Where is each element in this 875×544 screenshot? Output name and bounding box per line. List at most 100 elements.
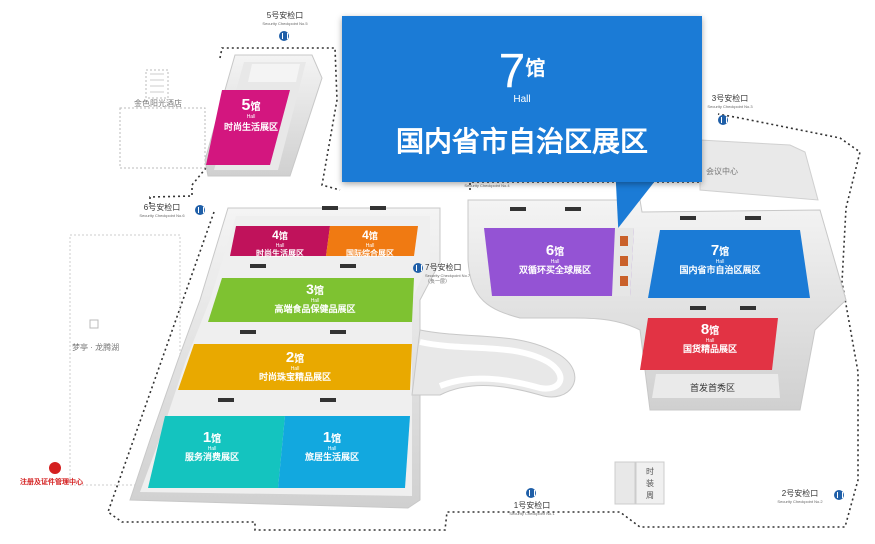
hall-3-suffix: 馆: [313, 286, 324, 297]
hall-1b-label: 1馆 Hall 旅居生活展区: [292, 430, 372, 462]
hall-2-number: 2: [285, 349, 295, 366]
checkpoint-3: 3号安检口 Security Checkpoint No.3: [704, 93, 756, 109]
hall-1a-label: 1馆 Hall 服务消费展区: [172, 430, 252, 462]
registry-label: 注册及证件管理中心: [20, 479, 83, 486]
hall-8-label: 8馆 Hall 国货精品展区: [665, 322, 755, 354]
callout-hall: Hall: [513, 94, 531, 105]
fashion-week-label: 时装周: [646, 467, 654, 500]
hall-5-number: 5: [241, 97, 251, 114]
checkpoint-6-icon: [195, 205, 205, 215]
callout-number: 7: [498, 45, 526, 98]
hall-1a-zone: 服务消费展区: [184, 452, 239, 462]
hall-4a-hall: Hall: [275, 243, 285, 249]
hall-8-hall: Hall: [705, 338, 715, 344]
checkpoint-2-sub: Security Checkpoint No.2: [777, 499, 823, 504]
checkpoint-2-label: 2号安检口: [781, 489, 819, 498]
checkpoint-2: 2号安检口 Security Checkpoint No.2: [770, 488, 830, 504]
hall-1b-zone: 旅居生活展区: [304, 452, 359, 462]
hall-7-hall: Hall: [715, 259, 725, 265]
hall-7-suffix: 馆: [719, 247, 730, 258]
hall-2-hall: Hall: [290, 366, 300, 372]
hotel-label: 金色阳光酒店: [134, 99, 182, 108]
hall-6-label: 6馆 Hall 双循环买全球展区: [500, 243, 610, 275]
checkpoint-5-sub: Security Checkpoint No.5: [262, 21, 308, 26]
hall-1a-hall: Hall: [207, 446, 217, 452]
hall-1a-suffix: 馆: [211, 434, 222, 445]
hall-4b-label: 4馆 Hall 国际综合展区: [330, 227, 410, 258]
checkpoint-1: 1号安检口 Security Checkpoint No.1: [500, 500, 564, 516]
hall-5-building: [204, 54, 323, 177]
hall-4b-suffix: 馆: [368, 231, 378, 241]
checkpoint-3-sub: Security Checkpoint No.3: [707, 104, 753, 109]
hall-8-suffix: 馆: [709, 326, 720, 337]
hall-6-number: 6: [545, 242, 555, 259]
checkpoint-5-label: 5号安检口: [266, 11, 304, 20]
hall-2-suffix: 馆: [294, 354, 305, 365]
hall-6-suffix: 馆: [554, 247, 565, 258]
hall-3-number: 3: [306, 281, 314, 297]
hall-6-hall: Hall: [550, 259, 560, 265]
connector-walkway: [411, 329, 576, 398]
perimeter-path: [107, 47, 861, 531]
checkpoint-7-sub: Security Checkpoint No.7: [425, 273, 471, 278]
hall-2-label: 2馆 Hall 时尚珠宝精品展区: [240, 350, 350, 382]
hall-7-callout: 7馆 Hall 国内省市自治区展区: [342, 16, 702, 182]
hall-4a-zone: 时尚生活展区: [256, 249, 304, 258]
hall-5-label: 5馆 Hall 时尚生活展区: [221, 98, 281, 132]
meeting-center-label: 会议中心: [706, 167, 738, 176]
hall-4a-label: 4馆 Hall 时尚生活展区: [240, 227, 320, 258]
fashion-week-building: [614, 461, 665, 505]
hall-4b-zone: 国际综合展区: [346, 249, 394, 258]
callout-suffix: 馆: [525, 58, 546, 80]
hall-7-number: 7: [710, 242, 720, 259]
checkpoint-3-icon: [718, 115, 728, 125]
hall-4b-number: 4: [362, 228, 369, 242]
hall-1b-hall: Hall: [327, 446, 337, 452]
hall-1b-suffix: 馆: [331, 434, 342, 445]
hall-4b-hall: Hall: [365, 243, 375, 249]
hall-5-hall: Hall: [246, 114, 256, 120]
callout-title: 7馆: [342, 44, 702, 99]
west-building: [129, 206, 441, 509]
hall-4a-suffix: 馆: [278, 231, 288, 241]
hall-1a-number: 1: [202, 429, 212, 446]
checkpoint-4-sub: Security Checkpoint No.4: [464, 183, 510, 188]
checkpoint-3-label: 3号安检口: [711, 94, 749, 103]
hotel-building: [119, 69, 206, 169]
hall-6-zone: 双循环买全球展区: [518, 265, 591, 275]
registry-marker: [49, 462, 61, 474]
first-show-zone: 首发首秀区: [690, 383, 736, 393]
checkpoint-7: 7号安检口 Security Checkpoint No.7 （负一层）: [425, 262, 480, 285]
callout-zone: 国内省市自治区展区: [395, 126, 648, 157]
east-building: [467, 199, 847, 411]
hall-4a-number: 4: [272, 228, 279, 242]
checkpoint-7-extra: （负一层）: [425, 279, 451, 285]
hall-8-zone: 国货精品展区: [682, 344, 737, 354]
checkpoint-1-icon: [526, 488, 536, 498]
checkpoint-7-icon: [413, 263, 423, 273]
checkpoint-1-label: 1号安检口: [513, 501, 551, 510]
hall-2-zone: 时尚珠宝精品展区: [258, 372, 331, 382]
hall-3-label: 3馆 Hall 高端食品保健品展区: [250, 282, 380, 314]
hall-3-hall: Hall: [310, 298, 320, 304]
checkpoint-5-icon: [279, 31, 289, 41]
hall-5-suffix: 馆: [250, 102, 261, 113]
checkpoint-6-sub: Security Checkpoint No.6: [139, 213, 185, 218]
hall-1b-number: 1: [322, 429, 332, 446]
hall-3-zone: 高端食品保健品展区: [274, 304, 356, 314]
checkpoint-6-label: 6号安检口: [143, 203, 181, 212]
checkpoint-6: 6号安检口 Security Checkpoint No.6: [132, 202, 192, 218]
hall-5-zone: 时尚生活展区: [223, 122, 278, 132]
checkpoint-1-sub: Security Checkpoint No.1: [509, 511, 555, 516]
mengting-area: [69, 234, 181, 486]
mengting-label: 梦亭 · 龙腾湖: [72, 343, 120, 352]
checkpoint-4: Security Checkpoint No.4: [452, 183, 522, 188]
checkpoint-2-icon: [834, 490, 844, 500]
checkpoint-7-label: 7号安检口: [425, 263, 462, 272]
hall-7-label: 7馆 Hall 国内省市自治区展区: [665, 243, 775, 275]
hall-8-number: 8: [700, 321, 710, 338]
checkpoint-5: 5号安检口 Security Checkpoint No.5: [255, 10, 315, 26]
hall-7-zone: 国内省市自治区展区: [679, 265, 761, 275]
